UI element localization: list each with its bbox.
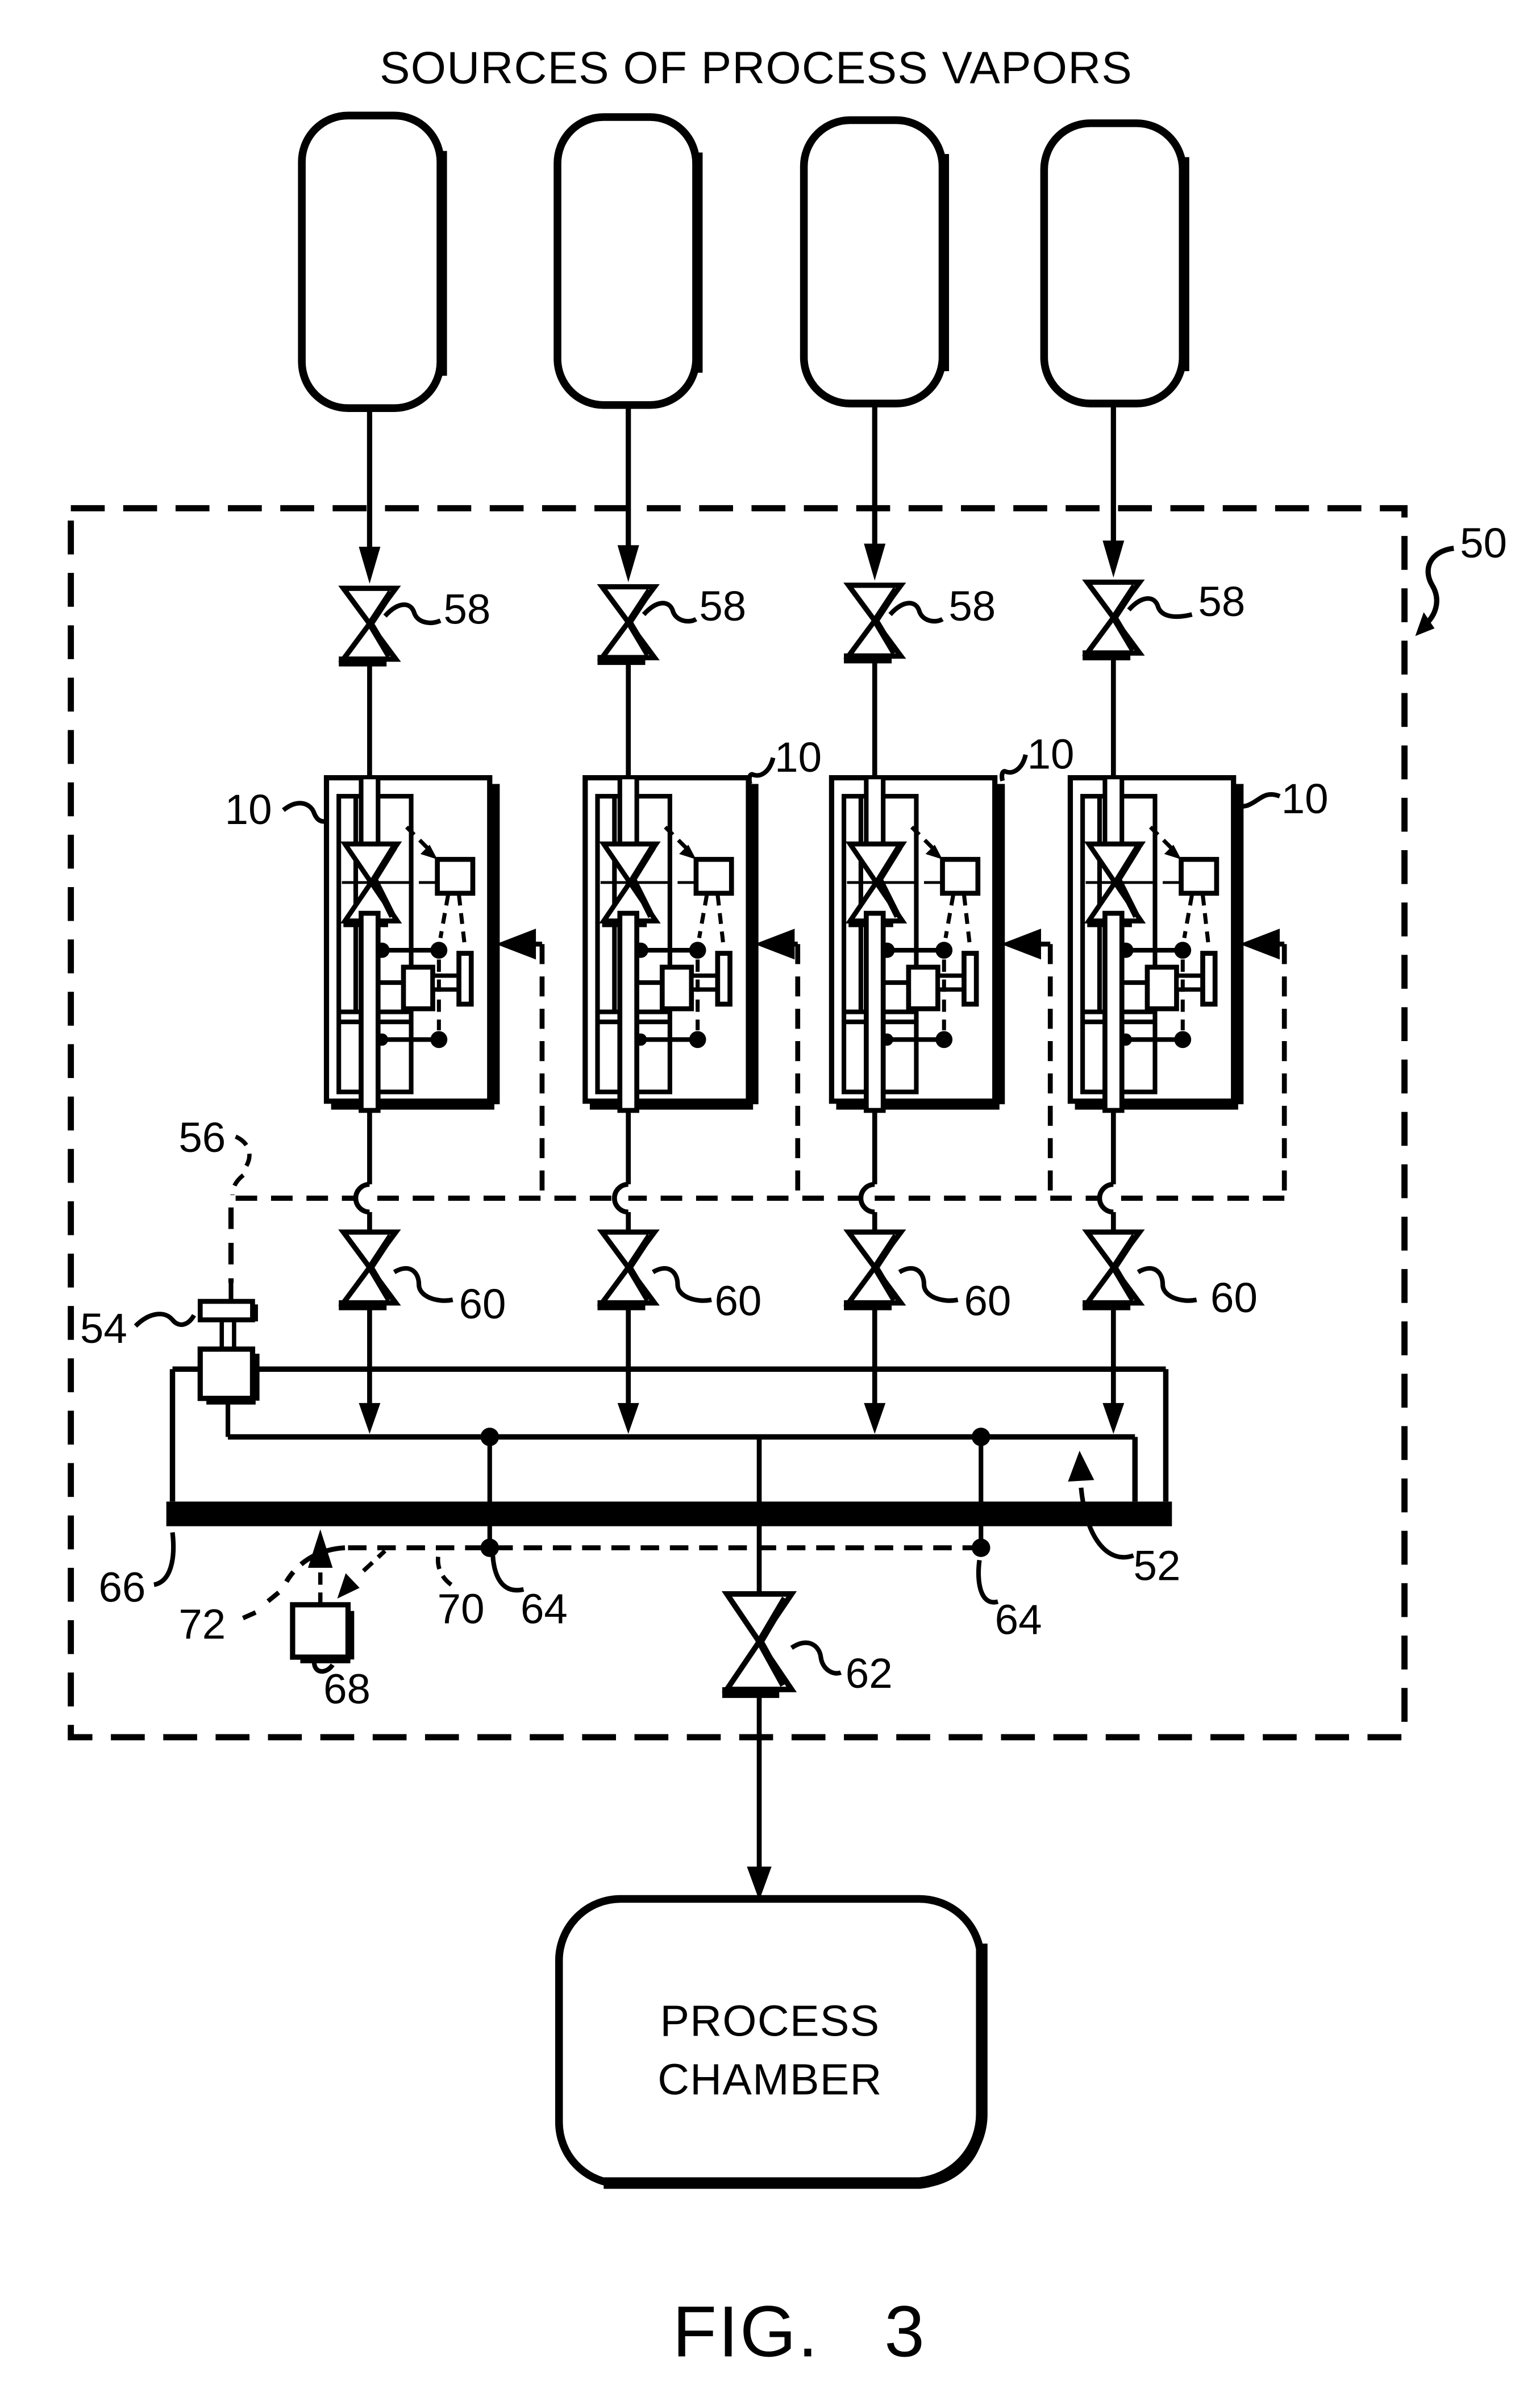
valve-62-symbol [722,1594,792,1692]
ref-label-68: 68 [323,1665,371,1712]
ref-labels: 50 58 58 58 58 10 10 10 10 56 60 60 60 60 54 66 72 70 68 64… [80,519,1507,1712]
source-box-1 [298,111,444,412]
figure-label: FIG. 3 [672,2291,926,2371]
ref-label-60-1: 60 [459,1280,506,1328]
vapor-module-10-3 [831,778,999,1110]
valve-58-3 [844,585,901,659]
ref-label-62: 62 [846,1650,893,1697]
sensor-leaders-64 [490,1555,999,1605]
ref-label-50: 50 [1460,519,1507,567]
valve-60-1 [339,1232,396,1305]
valve-62 [722,1594,842,1901]
process-chamber: PROCESS CHAMBER [555,1895,988,2189]
ref-label-54: 54 [80,1305,127,1352]
process-chamber-label-line1: PROCESS [660,1997,880,2046]
vapor-modules-10 [282,754,1281,1110]
ref-label-72: 72 [178,1600,226,1647]
ref-label-58-1: 58 [443,586,490,633]
inlet-valves-58 [339,582,1193,778]
valve-54 [134,1299,260,1405]
diagram-title: SOURCES OF PROCESS VAPORS [380,42,1133,93]
leader-66 [153,1532,176,1587]
valve-60-3 [844,1232,901,1305]
ref-label-64-right: 64 [995,1596,1042,1643]
vapor-module-10-2 [585,778,753,1110]
control-bus-56 [228,1134,1285,1302]
ref-label-58-3: 58 [948,582,996,630]
ref-label-58-4: 58 [1198,578,1245,625]
valve-60-4 [1083,1232,1139,1305]
source-box-3 [800,116,947,407]
valve-58-4 [1083,582,1139,655]
manifold-52 [166,1366,1172,1594]
leader-50 [1415,546,1454,636]
source-box-4 [1040,119,1187,407]
ref-label-10-2: 10 [775,734,822,781]
process-chamber-label-line2: CHAMBER [657,2055,883,2104]
ref-label-52: 52 [1134,1542,1181,1589]
ref-label-10-1: 10 [225,786,272,833]
valve-58-1 [339,588,396,661]
controller-line-70 [240,1545,981,1621]
ref-label-70: 70 [438,1585,485,1632]
system-boundary-50 [68,505,1408,1741]
source-box-2 [553,113,700,409]
vapor-module-10-4 [1070,778,1238,1110]
module-control-arrows [496,929,1287,1199]
vapor-module-10-1 [327,778,494,1110]
ref-label-56: 56 [178,1114,226,1161]
ref-label-60-3: 60 [964,1277,1011,1324]
ref-label-66: 66 [98,1563,145,1611]
supply-lines [359,403,1125,584]
module-outlet-lines [353,1110,1116,1233]
valve-60-2 [597,1232,654,1305]
ref-label-60-4: 60 [1210,1274,1258,1321]
leader-50-arrowhead [1415,612,1435,636]
ref-label-58-2: 58 [699,582,746,630]
ref-label-64-left: 64 [521,1585,568,1632]
source-vessels [298,111,1189,412]
ref-label-10-4: 10 [1281,775,1329,822]
manifold-heater-bar [166,1501,1172,1526]
outlet-valves-60 [339,1232,1197,1434]
valve-58-2 [597,587,654,660]
ref-label-60-2: 60 [714,1277,761,1324]
leader-52 [1068,1450,1134,1560]
heater-68 [290,1529,387,1674]
ref-label-10-3: 10 [1027,730,1075,777]
